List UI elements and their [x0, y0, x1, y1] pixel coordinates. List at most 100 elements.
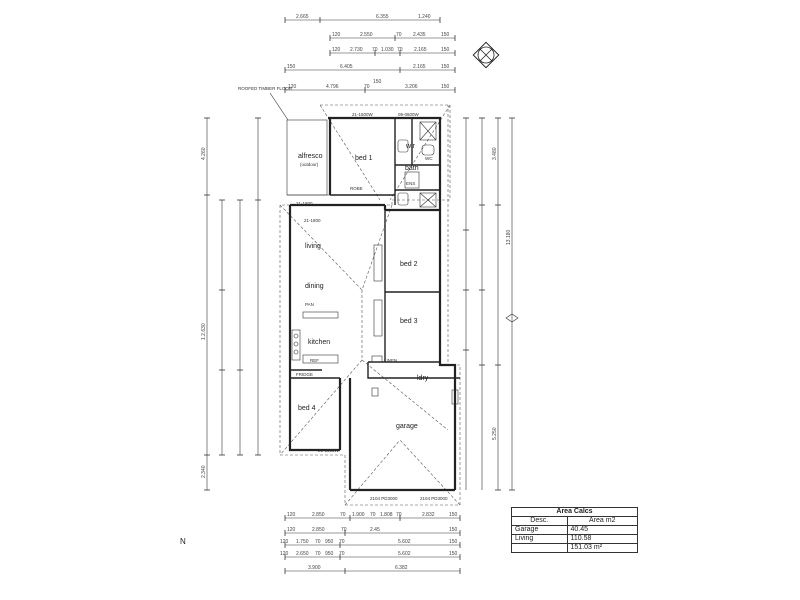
dim-top-2d: 2.435 — [413, 32, 426, 38]
roof-outline — [279, 104, 461, 506]
room-bed-4: bed 4 — [298, 405, 316, 412]
dim-top-3a: 120 — [332, 47, 341, 53]
dim-bot-1b: 2.850 — [312, 512, 325, 518]
top-dimensions: 2.665 6.355 1.240 120 2.550 70 2.435 150… — [284, 14, 456, 93]
dim-top-5d: 70 — [364, 84, 370, 90]
area-row-desc — [511, 543, 568, 553]
label-garage-door-2: 2104 PD3000 — [420, 496, 448, 501]
kitchen-island — [302, 354, 339, 364]
dim-top-2c: 70 — [396, 32, 402, 38]
dim-top-2a: 120 — [332, 32, 341, 38]
dim-right-1: 3.480 — [492, 147, 498, 160]
area-row-value: 110.58 — [566, 534, 639, 544]
dim-bot-3g: 150 — [449, 539, 458, 545]
garage-access-door — [451, 389, 459, 405]
dim-bot-3e: 70 — [339, 539, 345, 545]
room-labels: alfresco (outdoor) bed 1 wir bath living… — [298, 143, 429, 430]
toilet-2-icon — [397, 192, 409, 206]
dim-top-3g: 150 — [441, 47, 450, 53]
area-table-title: Area Calcs — [511, 507, 638, 517]
dim-left-3: 2.340 — [201, 465, 207, 478]
dim-bot-1e: 70 — [370, 512, 376, 518]
dim-bot-2d: 2.45 — [370, 527, 380, 533]
area-row-value: 40.45 — [566, 525, 639, 535]
area-table-col-desc: Desc. — [511, 516, 568, 526]
area-row-desc: Garage — [511, 525, 568, 535]
label-window-2: 09-0600W — [398, 112, 420, 117]
robe-bed2 — [373, 244, 383, 282]
dim-bot-1h: 2.832 — [422, 512, 435, 518]
room-ldry: ldry — [417, 375, 429, 382]
area-row-total: 151.03 m² — [566, 543, 639, 553]
dim-bot-4f: 5.602 — [398, 551, 411, 557]
dim-top-4d: 150 — [441, 64, 450, 70]
dim-bot-1f: 1.808 — [380, 512, 393, 518]
dim-top-5a: 120 — [288, 84, 297, 90]
dim-left-2: 1.2.630 — [201, 323, 207, 340]
dim-top-3f: 2.165 — [414, 47, 427, 53]
dim-top-3b: 2.730 — [350, 47, 363, 53]
dim-top-3d: 1.030 — [381, 47, 394, 53]
dim-top-5b: 4.796 — [326, 84, 339, 90]
room-dining: dining — [305, 283, 324, 290]
dim-bot-1c: 70 — [340, 512, 346, 518]
dim-top-4a: 150 — [287, 64, 296, 70]
dim-bot-1i: 150 — [449, 512, 458, 518]
dim-top-5c: 150 — [373, 79, 382, 85]
left-dimensions: 4.260 1.2.630 2.340 — [201, 117, 261, 491]
dim-bot-4g: 150 — [449, 551, 458, 557]
table-row: Living 110.58 — [511, 534, 639, 544]
room-bath: bath — [405, 165, 419, 172]
area-table-col-area: Area m2 — [566, 516, 639, 526]
room-alfresco: alfresco — [298, 153, 323, 160]
label-robe: ROBE — [350, 186, 363, 191]
dim-bot-4d: 950 — [325, 551, 334, 557]
label-roofed-timber-floor: ROOFED TIMBER FLOOR — [238, 86, 293, 91]
room-garage: garage — [396, 423, 418, 430]
label-garage-door-1: 2104 PD3000 — [370, 496, 398, 501]
bath-icon — [404, 171, 420, 189]
room-alfresco-note: (outdoor) — [300, 162, 319, 167]
shower-2-icon — [419, 192, 437, 208]
hws-icon — [371, 387, 379, 397]
dim-bot-5b: 6.382 — [395, 565, 408, 571]
dim-top-1c: 1.240 — [418, 14, 431, 20]
dim-top-1a: 2.665 — [296, 14, 309, 20]
laundry-tub-icon — [371, 355, 383, 363]
dim-top-3c: 70 — [372, 47, 378, 53]
dim-bot-4e: 70 — [339, 551, 345, 557]
label-fridge: FRIDGE — [296, 372, 313, 377]
kitchen-bench — [302, 311, 339, 319]
label-linen: LINEN — [384, 358, 397, 363]
label-window-4: 21-1800 — [304, 218, 321, 223]
room-bed-3: bed 3 — [400, 318, 418, 325]
room-living: living — [305, 243, 321, 250]
north-compass-icon — [472, 41, 500, 69]
dim-right-2: 13.180 — [506, 229, 512, 245]
label-window-3: 21-1800 — [296, 201, 313, 206]
dim-bot-2b: 2.850 — [312, 527, 325, 533]
dim-top-4c: 2.165 — [413, 64, 426, 70]
annotations: ROOFED TIMBER FLOOR 21-1500W 09-0600W 21… — [238, 86, 448, 501]
dim-bot-1d: 1.900 — [352, 512, 365, 518]
dim-top-5e: 3.206 — [405, 84, 418, 90]
dim-top-5f: 150 — [441, 84, 450, 90]
bottom-dimensions: 120 2.850 70 1.900 70 1.808 70 2.832 150… — [280, 512, 461, 574]
room-bed-1: bed 1 — [355, 155, 373, 162]
label-window-5: 21-1500W — [318, 448, 340, 453]
dim-bot-3c: 70 — [315, 539, 321, 545]
break-marker-icon — [505, 313, 519, 323]
dim-top-2e: 150 — [441, 32, 450, 38]
north-label: N — [180, 537, 186, 546]
dim-top-3e: 70 — [397, 47, 403, 53]
dim-top-2b: 2.550 — [360, 32, 373, 38]
label-ref: REF — [310, 358, 319, 363]
dim-bot-2e: 150 — [449, 527, 458, 533]
dim-bot-1a: 120 — [287, 512, 296, 518]
room-kitchen: kitchen — [308, 339, 330, 346]
dim-left-1: 4.260 — [201, 147, 207, 160]
label-window-1: 21-1500W — [352, 112, 374, 117]
shower-icon — [419, 121, 437, 141]
robe-bed3 — [373, 299, 383, 337]
